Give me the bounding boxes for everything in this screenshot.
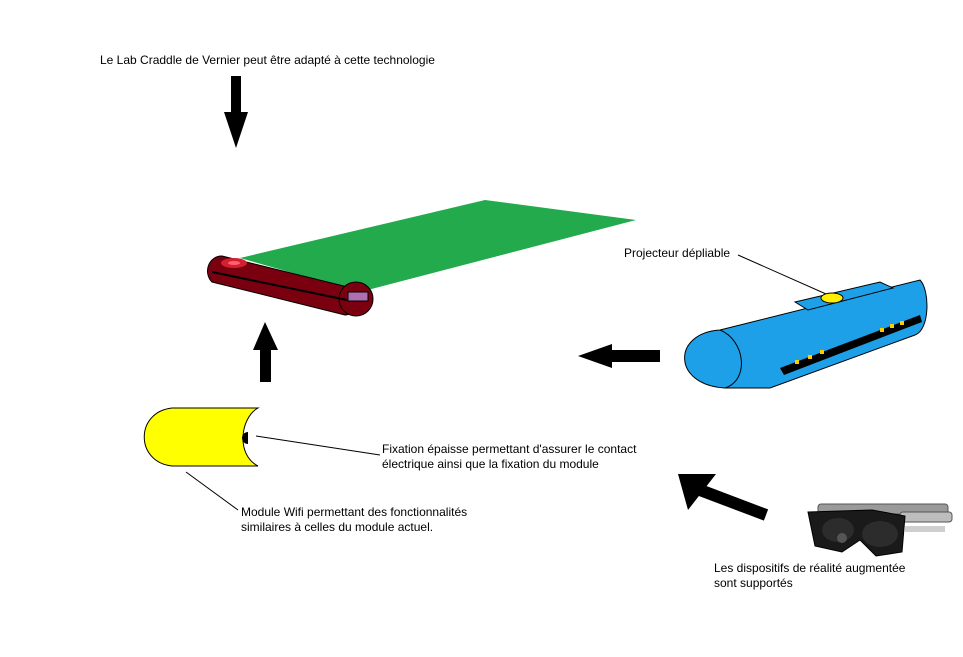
label-lab-craddle: Le Lab Craddle de Vernier peut être adap… [100,53,435,67]
label-ar-line2: sont supportés [714,576,793,590]
flexible-screen [240,200,636,292]
arrow-diagonal-ar [678,474,769,521]
roller-connector [347,291,369,302]
label-wifi-line1: Module Wifi permettant des fonctionnalit… [241,505,468,519]
projector-module [684,279,928,389]
roller-cylinder [207,255,374,317]
projector-slot [780,315,922,375]
leader-fixation [255,435,381,456]
ar-glasses-icon [807,503,953,557]
projector-flap [793,281,895,311]
label-projector: Projecteur dépliable [624,246,731,260]
wifi-module [143,407,260,467]
label-wifi-line2: similaires à celles du module actuel. [241,520,434,534]
label-ar-line1: Les dispositifs de réalité augmentée [714,561,906,575]
label-fixation: Fixation épaisse permettant d'assurer le… [382,442,636,472]
arrow-up-middle [253,322,278,382]
arrow-down-top [224,76,248,148]
projector-lens [820,292,844,304]
arrow-left-projector [578,344,660,368]
label-fixation-line1: Fixation épaisse permettant d'assurer le… [382,442,637,456]
label-augmented-reality: Les dispositifs de réalité augmentée son… [714,561,905,591]
label-wifi-module: Module Wifi permettant des fonctionnalit… [241,505,467,535]
label-fixation-line2: électrique ainsi que la fixation du modu… [382,457,599,471]
leader-projector [737,254,827,295]
leader-wifi [185,471,239,511]
